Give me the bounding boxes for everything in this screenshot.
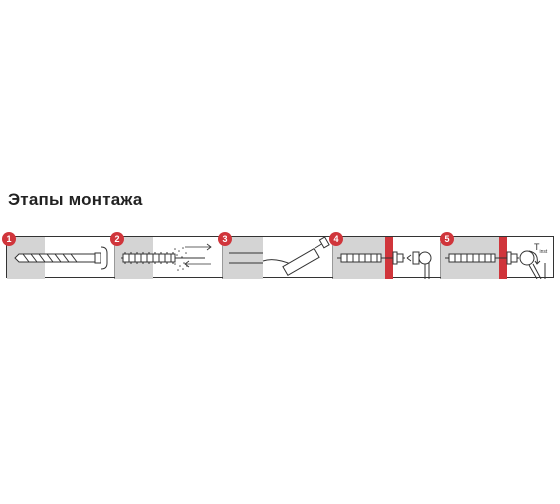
anchor-bolt-icon xyxy=(337,251,405,265)
step-1-badge: 1 xyxy=(2,232,16,246)
torque-symbol: T xyxy=(534,242,540,252)
cleaning-brush-icon xyxy=(121,252,205,264)
page-title: Этапы монтажа xyxy=(8,190,143,209)
air-blower-icon xyxy=(229,237,330,277)
step-2-badge: 2 xyxy=(110,232,124,246)
torque-label: Tinst xyxy=(534,243,547,257)
drill-bit-icon xyxy=(14,246,108,270)
torque-wrench-icon xyxy=(519,250,546,279)
torque-subscript: inst xyxy=(539,249,548,255)
dust-particles xyxy=(174,247,188,271)
step-2-panel xyxy=(115,237,212,279)
wrench-icon xyxy=(406,251,432,279)
anchor-bolt-icon xyxy=(445,251,519,265)
step-4-panel xyxy=(333,237,432,279)
installation-steps-strip xyxy=(6,236,554,279)
step-1-panel xyxy=(7,237,108,279)
step-3-panel xyxy=(223,237,330,279)
step-5-panel xyxy=(441,237,546,279)
step-5-badge: 5 xyxy=(440,232,454,246)
direction-arrows xyxy=(184,243,212,268)
step-3-badge: 3 xyxy=(218,232,232,246)
step-4-badge: 4 xyxy=(329,232,343,246)
